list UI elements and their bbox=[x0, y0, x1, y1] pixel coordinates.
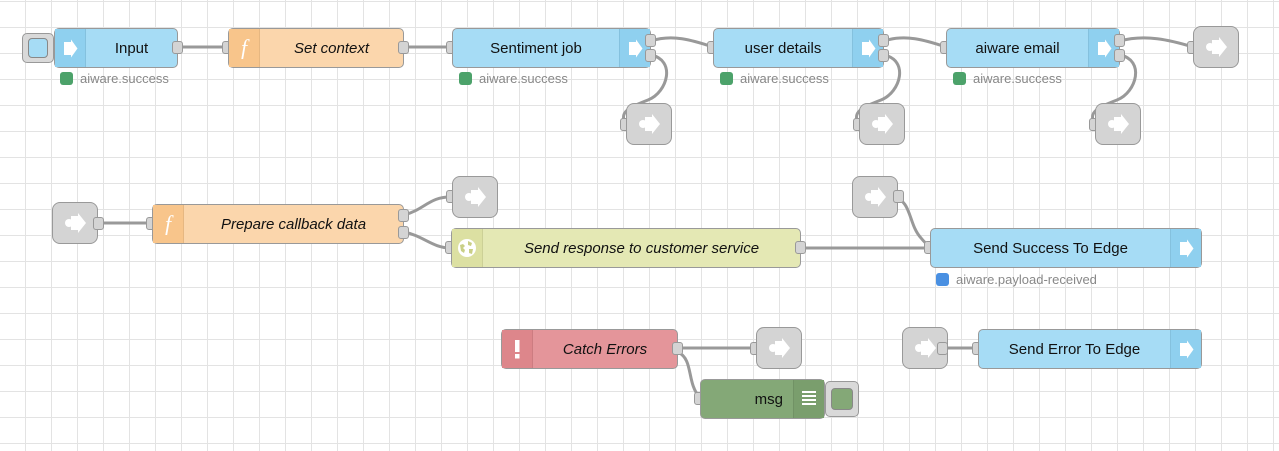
link-out-node-end[interactable] bbox=[1193, 26, 1239, 68]
debug-lines-icon bbox=[793, 380, 824, 418]
node-input-label: Input bbox=[114, 39, 149, 57]
node-send-error[interactable]: Send Error To Edge bbox=[978, 329, 1202, 369]
link-out-node-catch[interactable] bbox=[756, 327, 802, 369]
exclamation-icon bbox=[502, 330, 533, 368]
inject-button[interactable] bbox=[22, 33, 54, 63]
link-in-icon bbox=[65, 213, 86, 233]
node-catch-errors-label: Catch Errors bbox=[562, 340, 648, 358]
arrow-right-icon bbox=[852, 29, 883, 67]
status-dot bbox=[953, 72, 966, 85]
status-label: aiware.success bbox=[740, 71, 829, 86]
status-sentiment-job: aiware.success bbox=[459, 71, 568, 86]
node-catch-errors[interactable]: Catch Errors bbox=[501, 329, 678, 369]
svg-text:f: f bbox=[165, 213, 174, 235]
link-in-node-success[interactable] bbox=[852, 176, 898, 218]
link-in-node-prepare[interactable] bbox=[52, 202, 98, 244]
port-output-catch-errors[interactable] bbox=[672, 342, 683, 355]
port-output2-prepare-callback[interactable] bbox=[398, 226, 409, 239]
node-prepare-callback-label: Prepare callback data bbox=[220, 215, 367, 233]
status-dot bbox=[60, 72, 73, 85]
node-debug-msg[interactable]: msg bbox=[700, 379, 825, 419]
node-aiware-email[interactable]: aiware email bbox=[946, 28, 1120, 68]
link-in-icon bbox=[865, 187, 886, 207]
node-send-response[interactable]: Send response to customer service bbox=[451, 228, 801, 268]
link-out-icon bbox=[1108, 114, 1129, 134]
status-user-details: aiware.success bbox=[720, 71, 829, 86]
arrow-right-icon bbox=[1088, 29, 1119, 67]
port-output-send-response[interactable] bbox=[795, 241, 806, 254]
node-user-details-label: user details bbox=[744, 39, 822, 57]
function-f-icon: f bbox=[229, 29, 260, 67]
inject-button-inner bbox=[28, 38, 48, 58]
node-send-response-label: Send response to customer service bbox=[523, 239, 760, 257]
link-out-icon bbox=[872, 114, 893, 134]
link-out-node-sentiment[interactable] bbox=[626, 103, 672, 145]
status-aiware-email: aiware.success bbox=[953, 71, 1062, 86]
port-output-link-in-error[interactable] bbox=[937, 342, 948, 355]
link-out-node-user[interactable] bbox=[859, 103, 905, 145]
status-dot bbox=[720, 72, 733, 85]
node-send-success[interactable]: Send Success To Edge bbox=[930, 228, 1202, 268]
debug-toggle-inner bbox=[831, 388, 853, 410]
node-debug-msg-label: msg bbox=[754, 390, 783, 408]
link-out-node-prepare[interactable] bbox=[452, 176, 498, 218]
status-send-success: aiware.payload-received bbox=[936, 272, 1097, 287]
node-prepare-callback[interactable]: f Prepare callback data bbox=[152, 204, 404, 244]
node-send-success-label: Send Success To Edge bbox=[973, 239, 1128, 257]
port-output-input[interactable] bbox=[172, 41, 183, 54]
port-output2-user-details[interactable] bbox=[878, 49, 889, 62]
status-dot bbox=[936, 273, 949, 286]
port-output1-prepare-callback[interactable] bbox=[398, 209, 409, 222]
status-label: aiware.success bbox=[973, 71, 1062, 86]
port-output-set-context[interactable] bbox=[398, 41, 409, 54]
link-out-icon bbox=[1206, 37, 1227, 57]
arrow-right-icon bbox=[619, 29, 650, 67]
svg-text:f: f bbox=[241, 37, 250, 59]
status-dot bbox=[459, 72, 472, 85]
arrow-right-icon bbox=[1170, 330, 1201, 368]
port-output2-sentiment-job[interactable] bbox=[645, 49, 656, 62]
port-output2-aiware-email[interactable] bbox=[1114, 49, 1125, 62]
node-sentiment-job-label: Sentiment job bbox=[490, 39, 582, 57]
status-label: aiware.success bbox=[80, 71, 169, 86]
status-label: aiware.success bbox=[479, 71, 568, 86]
port-output1-sentiment-job[interactable] bbox=[645, 34, 656, 47]
port-output1-aiware-email[interactable] bbox=[1114, 34, 1125, 47]
port-output1-user-details[interactable] bbox=[878, 34, 889, 47]
node-input[interactable]: Input bbox=[54, 28, 178, 68]
node-aiware-email-label: aiware email bbox=[975, 39, 1060, 57]
arrow-right-icon bbox=[1170, 229, 1201, 267]
link-out-icon bbox=[639, 114, 660, 134]
status-label: aiware.payload-received bbox=[956, 272, 1097, 287]
debug-toggle-button[interactable] bbox=[825, 381, 859, 417]
node-sentiment-job[interactable]: Sentiment job bbox=[452, 28, 651, 68]
link-in-icon bbox=[915, 338, 936, 358]
status-input: aiware.success bbox=[60, 71, 169, 86]
globe-icon bbox=[452, 229, 483, 267]
link-out-icon bbox=[769, 338, 790, 358]
node-user-details[interactable]: user details bbox=[713, 28, 884, 68]
node-set-context[interactable]: f Set context bbox=[228, 28, 404, 68]
port-output-link-in-prepare[interactable] bbox=[93, 217, 104, 230]
arrow-right-icon bbox=[55, 29, 86, 67]
node-set-context-label: Set context bbox=[293, 39, 370, 57]
link-out-node-email[interactable] bbox=[1095, 103, 1141, 145]
port-output-link-in-success[interactable] bbox=[893, 190, 904, 203]
node-send-error-label: Send Error To Edge bbox=[1008, 340, 1141, 358]
link-out-icon bbox=[465, 187, 486, 207]
function-f-icon: f bbox=[153, 205, 184, 243]
